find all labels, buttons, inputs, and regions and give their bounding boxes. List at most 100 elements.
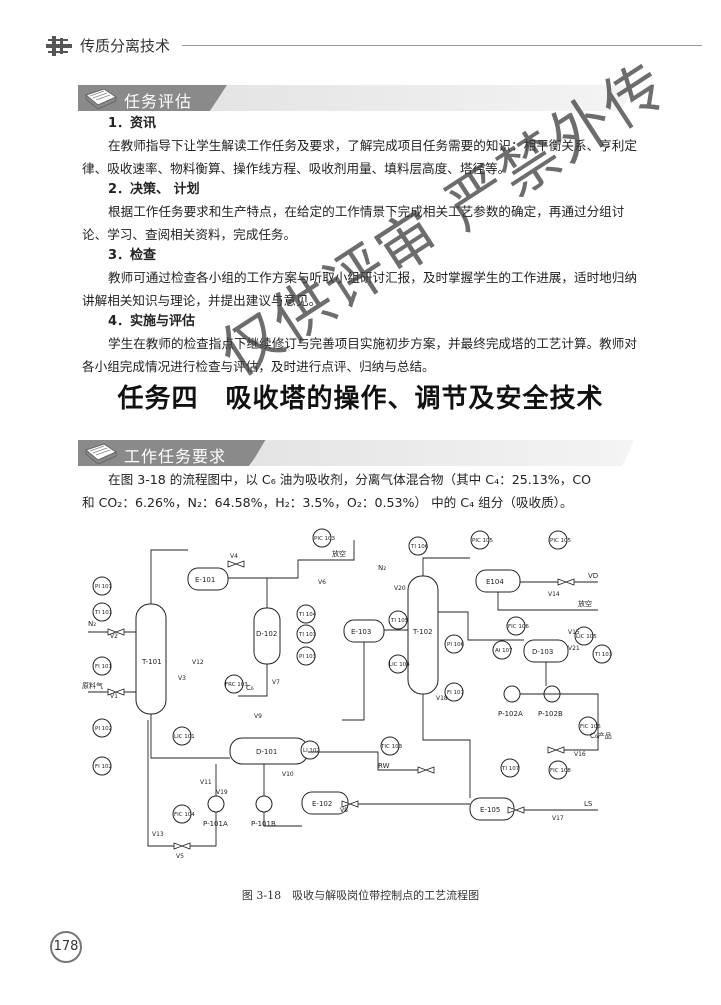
- svg-text:FI 102: FI 102: [95, 764, 112, 770]
- svg-text:D-103: D-103: [532, 648, 553, 656]
- svg-text:V15: V15: [568, 629, 580, 636]
- svg-text:FIC 108: FIC 108: [550, 768, 571, 774]
- svg-text:RW: RW: [378, 762, 390, 770]
- svg-text:TI 103: TI 103: [298, 632, 317, 638]
- pump-p101a: [207, 795, 225, 813]
- item-heading: 2．决策、 计划: [108, 182, 200, 197]
- svg-text:V18: V18: [436, 695, 448, 702]
- svg-text:PIC 105: PIC 105: [472, 538, 494, 544]
- item-text: 在教师指导下让学生解读工作任务及要求，了解完成项目任务需要的知识：相平衡关系、亨…: [82, 138, 637, 176]
- svg-text:V7: V7: [272, 679, 280, 686]
- item-text: 教师可通过检查各小组的工作方案与听取小组研讨汇报，及时掌握学生的工作进展，适时地…: [82, 270, 637, 308]
- svg-text:原料气: 原料气: [82, 681, 103, 690]
- svg-text:V17: V17: [552, 815, 564, 822]
- svg-text:TI 107: TI 107: [501, 766, 520, 772]
- svg-text:V12: V12: [192, 659, 204, 666]
- svg-text:LIC 105: LIC 105: [576, 634, 597, 640]
- svg-text:V2: V2: [110, 633, 118, 640]
- svg-text:PI 106: PI 106: [447, 642, 465, 648]
- svg-text:V16: V16: [574, 751, 586, 758]
- header-rule: [182, 45, 702, 46]
- header-cross-icon: [46, 36, 72, 56]
- stream-labels: 原料气 N₂ 放空 RW LS VD C₆ C₆产品 放空 N₂: [82, 549, 612, 808]
- svg-text:V11: V11: [200, 779, 212, 786]
- svg-text:V8: V8: [340, 807, 348, 814]
- item-heading: 1．资讯: [108, 116, 157, 131]
- svg-text:TI 101: TI 101: [94, 610, 112, 616]
- svg-text:V20: V20: [394, 585, 406, 592]
- svg-text:放空: 放空: [332, 549, 346, 558]
- svg-text:FI 101: FI 101: [95, 664, 112, 670]
- piping: [88, 540, 599, 847]
- svg-text:FRC 103: FRC 103: [225, 682, 248, 688]
- svg-text:FIC 104: FIC 104: [174, 812, 195, 818]
- svg-text:D-101: D-101: [256, 748, 277, 756]
- section-title: 任务评估: [124, 92, 193, 111]
- svg-text:E-101: E-101: [195, 576, 215, 584]
- svg-text:E-105: E-105: [480, 806, 500, 814]
- svg-text:C₆产品: C₆产品: [590, 731, 612, 740]
- svg-text:V21: V21: [568, 645, 580, 652]
- svg-text:LI 102: LI 102: [303, 748, 320, 754]
- svg-text:P-101A: P-101A: [203, 820, 228, 828]
- section-bar-work-requirements: 工作任务要求: [78, 440, 634, 466]
- section-bar-task-evaluation: 任务评估: [78, 85, 634, 111]
- valves: [107, 560, 575, 850]
- svg-text:V13: V13: [152, 831, 164, 838]
- running-header-title: 传质分离技术: [80, 37, 171, 55]
- item-text: 学生在教师的检查指点下继续修订与完善项目实施初步方案，并最终完成塔的工艺计算。教…: [82, 336, 637, 374]
- svg-text:TI 105: TI 105: [390, 618, 409, 624]
- svg-text:PIC 105: PIC 105: [550, 538, 572, 544]
- svg-text:D-102: D-102: [256, 630, 277, 638]
- svg-text:AI 107: AI 107: [495, 648, 513, 654]
- svg-text:E-103: E-103: [351, 628, 371, 636]
- exchanger-e101: [187, 567, 229, 591]
- svg-text:P-102B: P-102B: [538, 710, 563, 718]
- svg-text:N₂: N₂: [378, 564, 386, 572]
- svg-text:V3: V3: [178, 675, 186, 682]
- svg-text:PI 103: PI 103: [299, 654, 317, 660]
- pump-p102a: [503, 685, 521, 703]
- svg-text:V19: V19: [216, 789, 228, 796]
- svg-text:LS: LS: [584, 800, 593, 808]
- svg-text:TI 104: TI 104: [298, 612, 317, 618]
- svg-text:FIC 106: FIC 106: [508, 624, 529, 630]
- svg-text:E-102: E-102: [312, 800, 332, 808]
- svg-text:放空: 放空: [578, 599, 592, 608]
- pump-p101b: [255, 795, 273, 813]
- svg-text:V14: V14: [548, 591, 560, 598]
- svg-text:LIC 104: LIC 104: [389, 662, 410, 668]
- svg-text:V6: V6: [318, 579, 326, 586]
- svg-text:V4: V4: [230, 553, 238, 560]
- svg-text:PI 102: PI 102: [95, 726, 112, 732]
- svg-text:FI 107: FI 107: [447, 690, 465, 696]
- section-title: 工作任务要求: [124, 447, 227, 466]
- item-heading: 4．实施与评估: [108, 314, 196, 329]
- svg-text:FIC 105: FIC 105: [580, 724, 601, 730]
- svg-text:VD: VD: [588, 572, 598, 580]
- svg-text:E104: E104: [486, 578, 504, 586]
- page-number: 178: [50, 931, 82, 963]
- svg-text:C₆: C₆: [246, 684, 254, 692]
- equipment-label: T-101: [141, 658, 162, 666]
- svg-text:P-101B: P-101B: [251, 820, 276, 828]
- item-heading: 3．检查: [108, 248, 157, 263]
- svg-text:V1: V1: [110, 693, 118, 700]
- svg-text:TIC 103: TIC 103: [380, 744, 403, 750]
- valve-tags: V1 V2 V3 V4 V5 V6 V7 V8 V9 V10 V11 V12 V…: [110, 553, 586, 860]
- instrument-bubbles: PI 101 TI 101 FI 101 PI 102 FI 102 LIC 1…: [92, 528, 613, 824]
- svg-text:PI 101: PI 101: [95, 584, 112, 590]
- svg-text:N₂: N₂: [88, 620, 96, 628]
- task-evaluation-body: 1．资讯 在教师指导下让学生解读工作任务及要求，了解完成项目任务需要的知识：相平…: [82, 114, 638, 378]
- notebook-icon: [84, 443, 118, 464]
- svg-text:V9: V9: [254, 713, 262, 720]
- svg-text:TI 103: TI 103: [594, 652, 613, 658]
- svg-text:T-102: T-102: [412, 628, 433, 636]
- process-flow-diagram: T-101 E-101 D-102 D-101 E-102 P-101A P-1…: [82, 528, 613, 860]
- task-title: 任务四 吸收塔的操作、调节及安全技术: [117, 384, 604, 414]
- work-requirements-body: 在图 3-18 的流程图中，以 C₆ 油为吸收剂，分离气体混合物（其中 C₄：2…: [82, 468, 642, 514]
- svg-text:P-102A: P-102A: [498, 710, 523, 718]
- requirement-line: 在图 3-18 的流程图中，以 C₆ 油为吸收剂，分离气体混合物（其中 C₄：2…: [108, 472, 592, 487]
- svg-text:V5: V5: [176, 853, 184, 860]
- svg-text:LIC 101: LIC 101: [174, 734, 195, 740]
